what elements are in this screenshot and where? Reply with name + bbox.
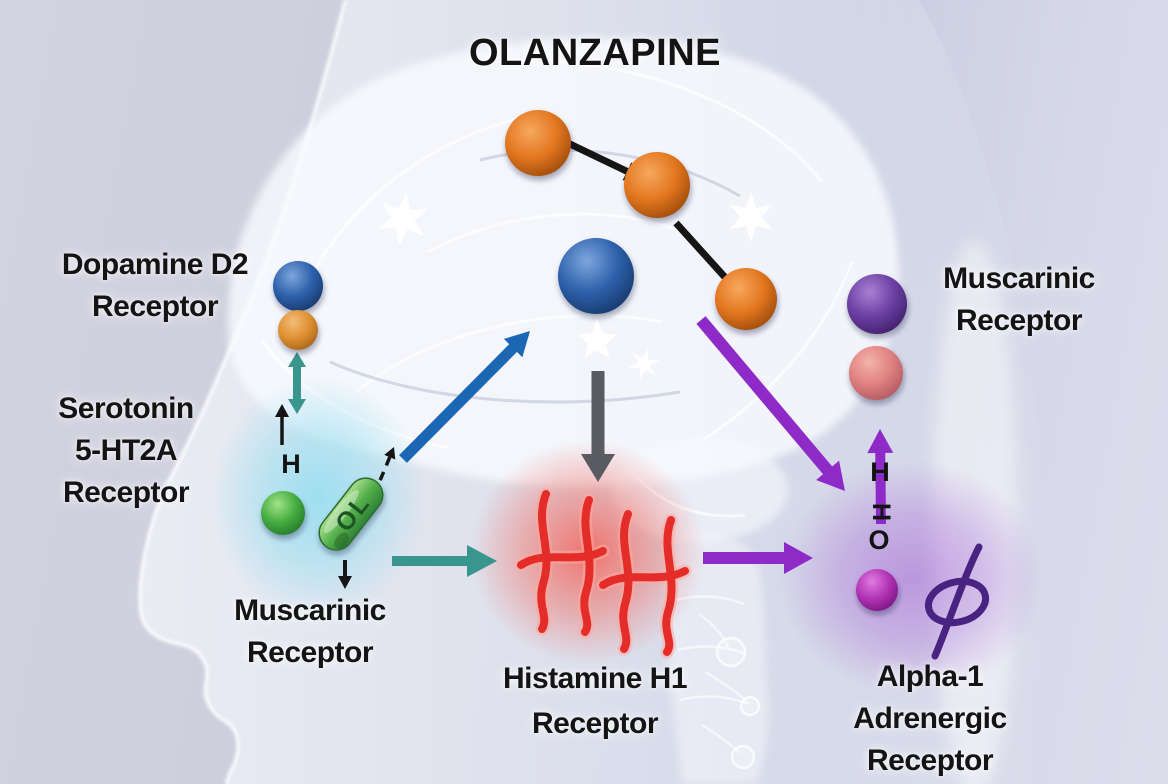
label-line: Receptor [531,707,659,740]
muscarinic-right-label: Muscarinic Receptor [900,258,1138,342]
alpha1-arrow-letter-h1: H [870,457,890,487]
label-line: Serotonin [58,392,194,425]
alpha1-arrow-letter-h2: H [867,503,895,521]
serotonin-up-arrow [275,404,289,445]
sparkle-star-right [729,192,773,242]
dopamine-blue-sphere [273,261,323,311]
serotonin-h-letter: H [281,449,301,479]
serotonin-site-glow [210,376,426,620]
label-line: Receptor [62,476,190,509]
label-line: Dopamine D2 [61,248,249,281]
alpha1-adrenergic-label: Alpha-1 Adrenergic Receptor [816,656,1044,782]
histamine-down-arrow [581,371,615,482]
sparkle-star-center [577,320,617,358]
label-line: Receptor [246,636,374,669]
alpha1-site-glow [780,460,1044,696]
muscarinic-to-histamine-arrow [392,545,497,577]
muscarinic-purple-sphere [847,274,907,334]
label-line: Histamine H1 [502,662,688,695]
alpha1-magenta-sphere [856,569,898,611]
alpha1-up-arrow [867,429,894,525]
muscarinic-down-arrow [338,560,352,589]
label-line: 5-HT2A [74,434,178,467]
alpha1-arrow-letter-o: O [868,525,889,555]
sparkle-star-small [628,348,660,380]
muscarinic-left-label: Muscarinic Receptor [198,590,422,674]
histamine-h1-label: Histamine H1 Receptor [462,656,728,746]
olanzapine-molecule-2 [624,152,690,218]
label-line: Alpha-1 [876,660,984,693]
dopamine-bidirectional-arrow [288,352,306,414]
olanzapine-molecule-1 [505,110,571,176]
serotonin-5ht2a-label: Serotonin 5-HT2A Receptor [22,388,230,514]
phi-symbol [924,543,990,660]
molecule-spheres: OL [261,110,907,611]
diagram-title: OLANZAPINE [469,32,721,74]
label-line: Muscarinic [943,262,1095,295]
muscarinic-pink-sphere [849,346,903,400]
dopamine-orange-sphere [278,310,318,350]
label-line: Receptor [866,744,994,777]
neurotransmitter-blue-sphere [558,238,634,314]
label-line: Receptor [91,290,219,323]
label-line: Adrenergic [853,702,1007,735]
olanzapine-binding-arrow-blue [399,331,530,463]
olanzapine-molecule-3 [715,268,777,330]
dopamine-d2-label: Dopamine D2 Receptor [30,244,280,328]
serotonin-green-sphere [261,491,305,535]
label-line: Muscarinic [234,594,386,627]
label-line: Receptor [955,304,1083,337]
histamine-to-alpha1-arrow [703,542,813,574]
alpha1-diagonal-arrow [696,316,845,491]
sparkle-star-left [377,192,429,246]
